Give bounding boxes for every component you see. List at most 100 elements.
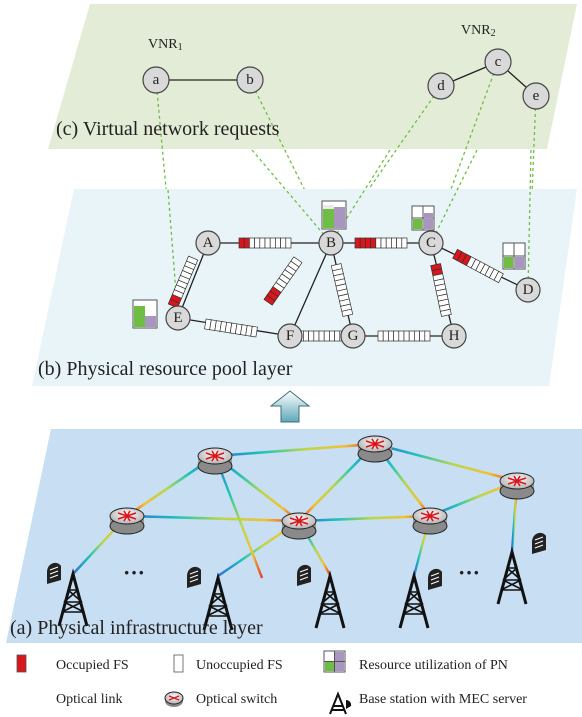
fs-bar (452, 248, 504, 284)
resource-util-icon-b (321, 200, 347, 230)
unoccupied-fs (382, 330, 389, 342)
optical-link (374, 442, 518, 483)
unoccupied-fs (408, 330, 415, 342)
base-station (496, 546, 528, 605)
virtual-node-b: b (236, 66, 264, 94)
unoccupied-fs (280, 237, 287, 249)
unoccupied-fs (329, 330, 335, 342)
optical-switches (109, 435, 535, 540)
svg-text:G: G (348, 328, 359, 344)
physical-node-g: G (340, 323, 366, 349)
unoccupied-fs (264, 237, 271, 249)
svg-text:C: C (426, 235, 436, 251)
svg-text:d: d (437, 78, 445, 94)
unoccupied-fs (313, 330, 320, 342)
occupied-fs (243, 237, 250, 249)
vnr1-title: VNR1 (148, 37, 183, 53)
base-station-icon (329, 691, 352, 715)
svg-text:b: b (246, 72, 254, 88)
legend-base-station: Base station with MEC server (359, 692, 527, 707)
resource-util-icon-c (411, 205, 435, 231)
legend-optical-link: Optical link (56, 692, 123, 707)
optical-switch (412, 507, 448, 535)
occupied-fs (238, 237, 245, 249)
fs-bar (263, 256, 303, 306)
optical-link (126, 514, 300, 523)
physical-node-c: C (418, 230, 444, 256)
optical-link (298, 514, 431, 523)
mec-server (428, 568, 442, 590)
unoccupied-fs (393, 330, 400, 342)
fs-bar (354, 237, 408, 249)
optical-switch (197, 447, 233, 475)
physical-node-e: E (165, 305, 191, 331)
svg-text:F: F (286, 328, 294, 344)
svg-text:A: A (203, 235, 214, 251)
unoccupied-fs (334, 330, 341, 342)
svg-text:B: B (326, 235, 336, 251)
mec-server (532, 532, 546, 554)
base-stations (47, 532, 546, 631)
optical-switch-icon (164, 691, 184, 707)
unoccupied-fs (186, 255, 199, 266)
fs-bar (204, 318, 258, 338)
up-arrow (269, 390, 311, 423)
optical-switch (357, 435, 393, 463)
legend-unoccupied-fs: Unoccupied FS (196, 658, 283, 673)
unoccupied-fs (403, 330, 410, 342)
mec-server (187, 566, 201, 588)
virtual-node-e: e (522, 82, 550, 110)
optical-link (213, 455, 264, 579)
svg-text:e: e (533, 88, 540, 104)
svg-text:E: E (173, 310, 182, 326)
fs-bar (377, 330, 431, 342)
virtual-node-d: d (427, 72, 455, 100)
ellipsis-right: ··· (458, 560, 480, 585)
unoccupied-fs (377, 330, 384, 342)
occupied-fs-swatch (16, 654, 27, 673)
svg-text:c: c (495, 54, 502, 70)
legend: Occupied FS Unoccupied FS Resource utili… (10, 650, 527, 715)
unoccupied-fs (398, 330, 405, 342)
physical-node-b: B (318, 230, 344, 256)
unoccupied-fs (259, 237, 266, 249)
virtual-node-a: a (142, 66, 170, 94)
physical-node-h: H (441, 323, 467, 349)
unoccupied-fs (269, 237, 276, 249)
resource-util-icon-e (132, 299, 158, 329)
vnr2-title: VNR2 (461, 23, 496, 39)
unoccupied-fs (303, 330, 309, 342)
fs-bar (238, 237, 292, 249)
occupied-fs (365, 237, 371, 249)
legend-optical-switch: Optical switch (196, 692, 277, 707)
physical-node-a: A (195, 230, 221, 256)
unoccupied-fs (285, 237, 292, 249)
base-station (398, 570, 430, 629)
physical-node-f: F (277, 323, 303, 349)
unoccupied-fs (391, 237, 397, 249)
unoccupied-fs (254, 237, 261, 249)
resource-util-icon-d (502, 242, 526, 270)
physical-pool-plane (32, 189, 577, 386)
unoccupied-fs (275, 237, 281, 249)
unoccupied-fs (318, 330, 325, 342)
base-station (57, 568, 89, 627)
ellipsis-left: ··· (123, 560, 145, 585)
unoccupied-fs (385, 237, 392, 249)
unoccupied-fs (341, 308, 354, 317)
virtual-layer-plane (48, 4, 577, 149)
unoccupied-fs (323, 330, 330, 342)
occupied-fs (354, 237, 361, 249)
unoccupied-fs (414, 330, 420, 342)
optical-switch (109, 507, 145, 535)
fs-bar (330, 263, 354, 317)
occupied-fs (370, 237, 377, 249)
mec-server (47, 562, 61, 584)
fs-bar (430, 263, 452, 317)
unoccupied-fs (419, 330, 426, 342)
legend-resource-util: Resource utilization of PN (359, 658, 508, 673)
base-station (314, 570, 346, 629)
resource-utilization-swatch (323, 650, 346, 673)
